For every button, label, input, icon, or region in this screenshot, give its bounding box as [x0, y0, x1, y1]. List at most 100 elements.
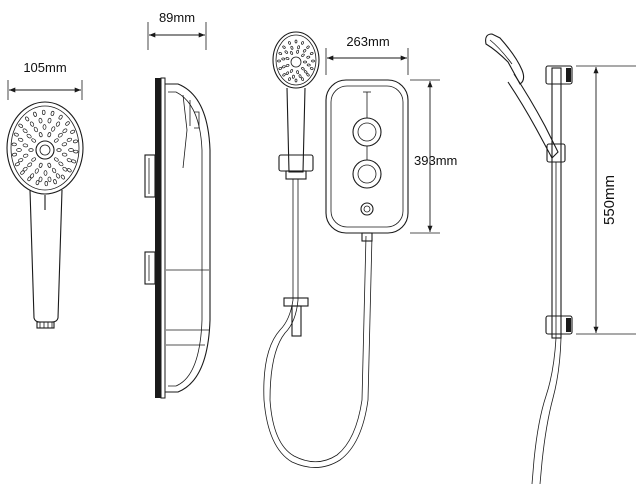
unit-side-view: 89mm	[144, 10, 211, 399]
nozzle	[31, 138, 37, 143]
nozzle	[301, 53, 305, 57]
riser-rail-label: 550mm	[601, 175, 618, 225]
nozzle	[72, 139, 79, 144]
nozzle	[289, 51, 294, 55]
nozzle	[301, 41, 304, 45]
unit-depth-label: 89mm	[159, 10, 195, 25]
nozzle	[25, 116, 30, 122]
nozzle	[282, 45, 286, 49]
nozzle	[14, 162, 20, 167]
nozzle	[62, 128, 68, 134]
nozzle	[53, 157, 59, 162]
nozzle	[38, 162, 43, 168]
nozzle	[303, 70, 308, 74]
nozzle	[306, 63, 311, 67]
nozzle	[288, 41, 291, 45]
handset-front-view: 105mm	[6, 60, 84, 329]
nozzle	[70, 129, 76, 134]
nozzle	[289, 69, 294, 73]
nozzle	[17, 137, 24, 142]
nozzle	[47, 117, 52, 124]
unit-height-dimension: 393mm	[410, 79, 457, 234]
small-handset-nozzles	[277, 39, 315, 83]
nozzle	[29, 173, 35, 179]
nozzle	[296, 70, 299, 75]
nozzle	[288, 77, 291, 81]
nozzle	[53, 179, 57, 185]
nozzle	[34, 168, 39, 174]
nozzle	[52, 167, 57, 174]
nozzle	[281, 57, 286, 61]
nozzle	[278, 52, 283, 55]
nozzle	[42, 124, 47, 130]
nozzle	[284, 50, 289, 54]
nozzle	[38, 176, 43, 183]
nozzle	[285, 71, 290, 75]
nozzle	[301, 67, 305, 71]
nozzle	[296, 49, 299, 54]
nozzle	[278, 67, 283, 70]
nozzle	[311, 59, 315, 63]
nozzle	[306, 45, 310, 49]
nozzle	[294, 39, 298, 44]
nozzle	[55, 121, 61, 127]
nozzle	[282, 73, 286, 77]
nozzle	[57, 132, 63, 138]
nozzle	[292, 74, 295, 79]
nozzle	[51, 126, 56, 132]
nozzle	[56, 148, 62, 152]
unit-height-label: 393mm	[414, 153, 457, 168]
unit-width-label: 263mm	[346, 34, 389, 49]
nozzle	[44, 181, 49, 187]
nozzle	[26, 133, 32, 139]
nozzle	[43, 170, 48, 176]
nozzle	[50, 110, 55, 116]
handset-width-dimension: 105mm	[7, 60, 83, 100]
nozzle	[58, 114, 63, 120]
nozzle	[41, 109, 46, 115]
nozzle	[281, 65, 286, 69]
nozzle	[53, 138, 59, 143]
nozzle	[47, 162, 52, 168]
nozzle	[306, 73, 310, 77]
nozzle	[66, 137, 73, 142]
unit-width-dimension: 263mm	[325, 34, 409, 75]
nozzle	[61, 152, 68, 157]
nozzle	[27, 162, 33, 168]
nozzle	[309, 67, 314, 70]
nozzle	[31, 157, 37, 162]
nozzle	[22, 166, 28, 172]
spray-nozzles	[11, 109, 79, 187]
nozzle	[13, 132, 19, 137]
nozzle	[67, 168, 72, 173]
nozzle	[55, 173, 61, 179]
riser-rail-side-view: 550mm	[485, 33, 636, 485]
nozzle	[297, 45, 300, 50]
front-assembly-view: 263mm 393mm	[263, 31, 457, 468]
nozzle	[66, 158, 73, 163]
nozzle	[47, 132, 52, 138]
nozzle	[11, 152, 18, 157]
nozzle	[58, 161, 64, 167]
nozzle	[290, 45, 294, 50]
nozzle	[16, 148, 22, 152]
nozzle	[29, 121, 35, 127]
nozzle	[71, 159, 77, 164]
nozzle	[65, 121, 70, 126]
nozzle	[38, 117, 43, 124]
nozzle	[35, 180, 40, 186]
nozzle	[294, 78, 298, 83]
nozzle	[11, 142, 17, 147]
nozzle	[33, 111, 37, 117]
nozzle	[62, 166, 68, 172]
nozzle	[22, 128, 28, 134]
nozzle	[18, 123, 23, 128]
nozzle	[303, 60, 307, 64]
nozzle	[33, 126, 38, 133]
nozzle	[277, 59, 281, 63]
nozzle	[17, 158, 24, 163]
nozzle	[22, 143, 29, 148]
nozzle	[28, 148, 34, 152]
nozzle	[302, 49, 307, 53]
